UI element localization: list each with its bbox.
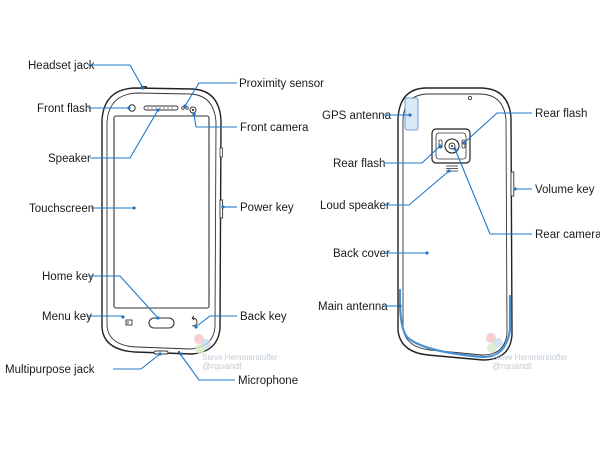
watermark-line1-back: Steve Hemmerstoffer [492, 353, 568, 362]
proximity-sensor-icon [181, 106, 185, 110]
label-multipurpose-jack: Multipurpose jack [5, 364, 95, 376]
label-power-key: Power key [240, 202, 294, 214]
watermark-line2-back: @rquandt [492, 361, 532, 371]
speaker-grille-holes [147, 107, 173, 109]
label-rear-camera: Rear camera [535, 229, 600, 241]
label-touchscreen: Touchscreen [29, 203, 94, 215]
label-home-key: Home key [42, 271, 94, 283]
back-phone [397, 87, 515, 361]
label-menu-key: Menu key [42, 311, 92, 323]
label-volume-key: Volume key [535, 184, 595, 196]
label-rear-flash-right: Rear flash [535, 108, 587, 120]
label-gps-antenna: GPS antenna [322, 110, 392, 122]
gps-antenna-area [404, 97, 419, 131]
front-phone-body [101, 87, 222, 355]
label-main-antenna: Main antenna [318, 301, 388, 313]
speaker-grille [143, 105, 179, 111]
watermark-line2-front: @rquandt [202, 361, 242, 371]
proximity-sensor-icon-2 [185, 106, 189, 110]
front-phone-inner-edge [106, 92, 217, 350]
back-phone-body [397, 87, 513, 361]
microphone-hole [178, 351, 180, 353]
label-rear-flash-left: Rear flash [333, 158, 385, 170]
label-headset-jack: Headset jack [28, 60, 95, 72]
back-arrow-icon [191, 315, 198, 327]
back-top-hole [467, 96, 472, 101]
main-antenna-area [398, 288, 512, 359]
back-callouts-right: Rear flash Volume key Rear camera [453, 108, 600, 241]
label-back-key: Back key [240, 311, 287, 323]
side-key-small [219, 147, 223, 158]
volume-key [510, 171, 515, 197]
label-speaker: Speaker [48, 153, 91, 165]
label-microphone: Microphone [238, 375, 298, 387]
label-proximity-sensor: Proximity sensor [239, 78, 324, 90]
watermark: Steve Hemmerstoffer @rquandt Steve Hemme… [194, 333, 568, 371]
power-key [219, 199, 224, 219]
touchscreen-area [113, 115, 210, 309]
label-back-cover: Back cover [333, 248, 390, 260]
home-button-icon [148, 317, 175, 329]
label-front-flash: Front flash [37, 103, 91, 115]
back-callouts-left: GPS antenna Rear flash Loud speaker Back… [318, 110, 451, 313]
watermark-line1-front: Steve Hemmerstoffer [202, 353, 278, 362]
front-phone [101, 86, 224, 355]
back-phone-inner-edge [402, 93, 508, 356]
label-loud-speaker: Loud speaker [320, 200, 390, 212]
front-callouts-right: Proximity sensor Front camera Power key … [179, 78, 324, 387]
label-front-camera: Front camera [240, 122, 309, 134]
front-callouts-left: Headset jack Front flash Speaker Touchsc… [5, 60, 162, 376]
menu-key-icon [125, 319, 133, 326]
